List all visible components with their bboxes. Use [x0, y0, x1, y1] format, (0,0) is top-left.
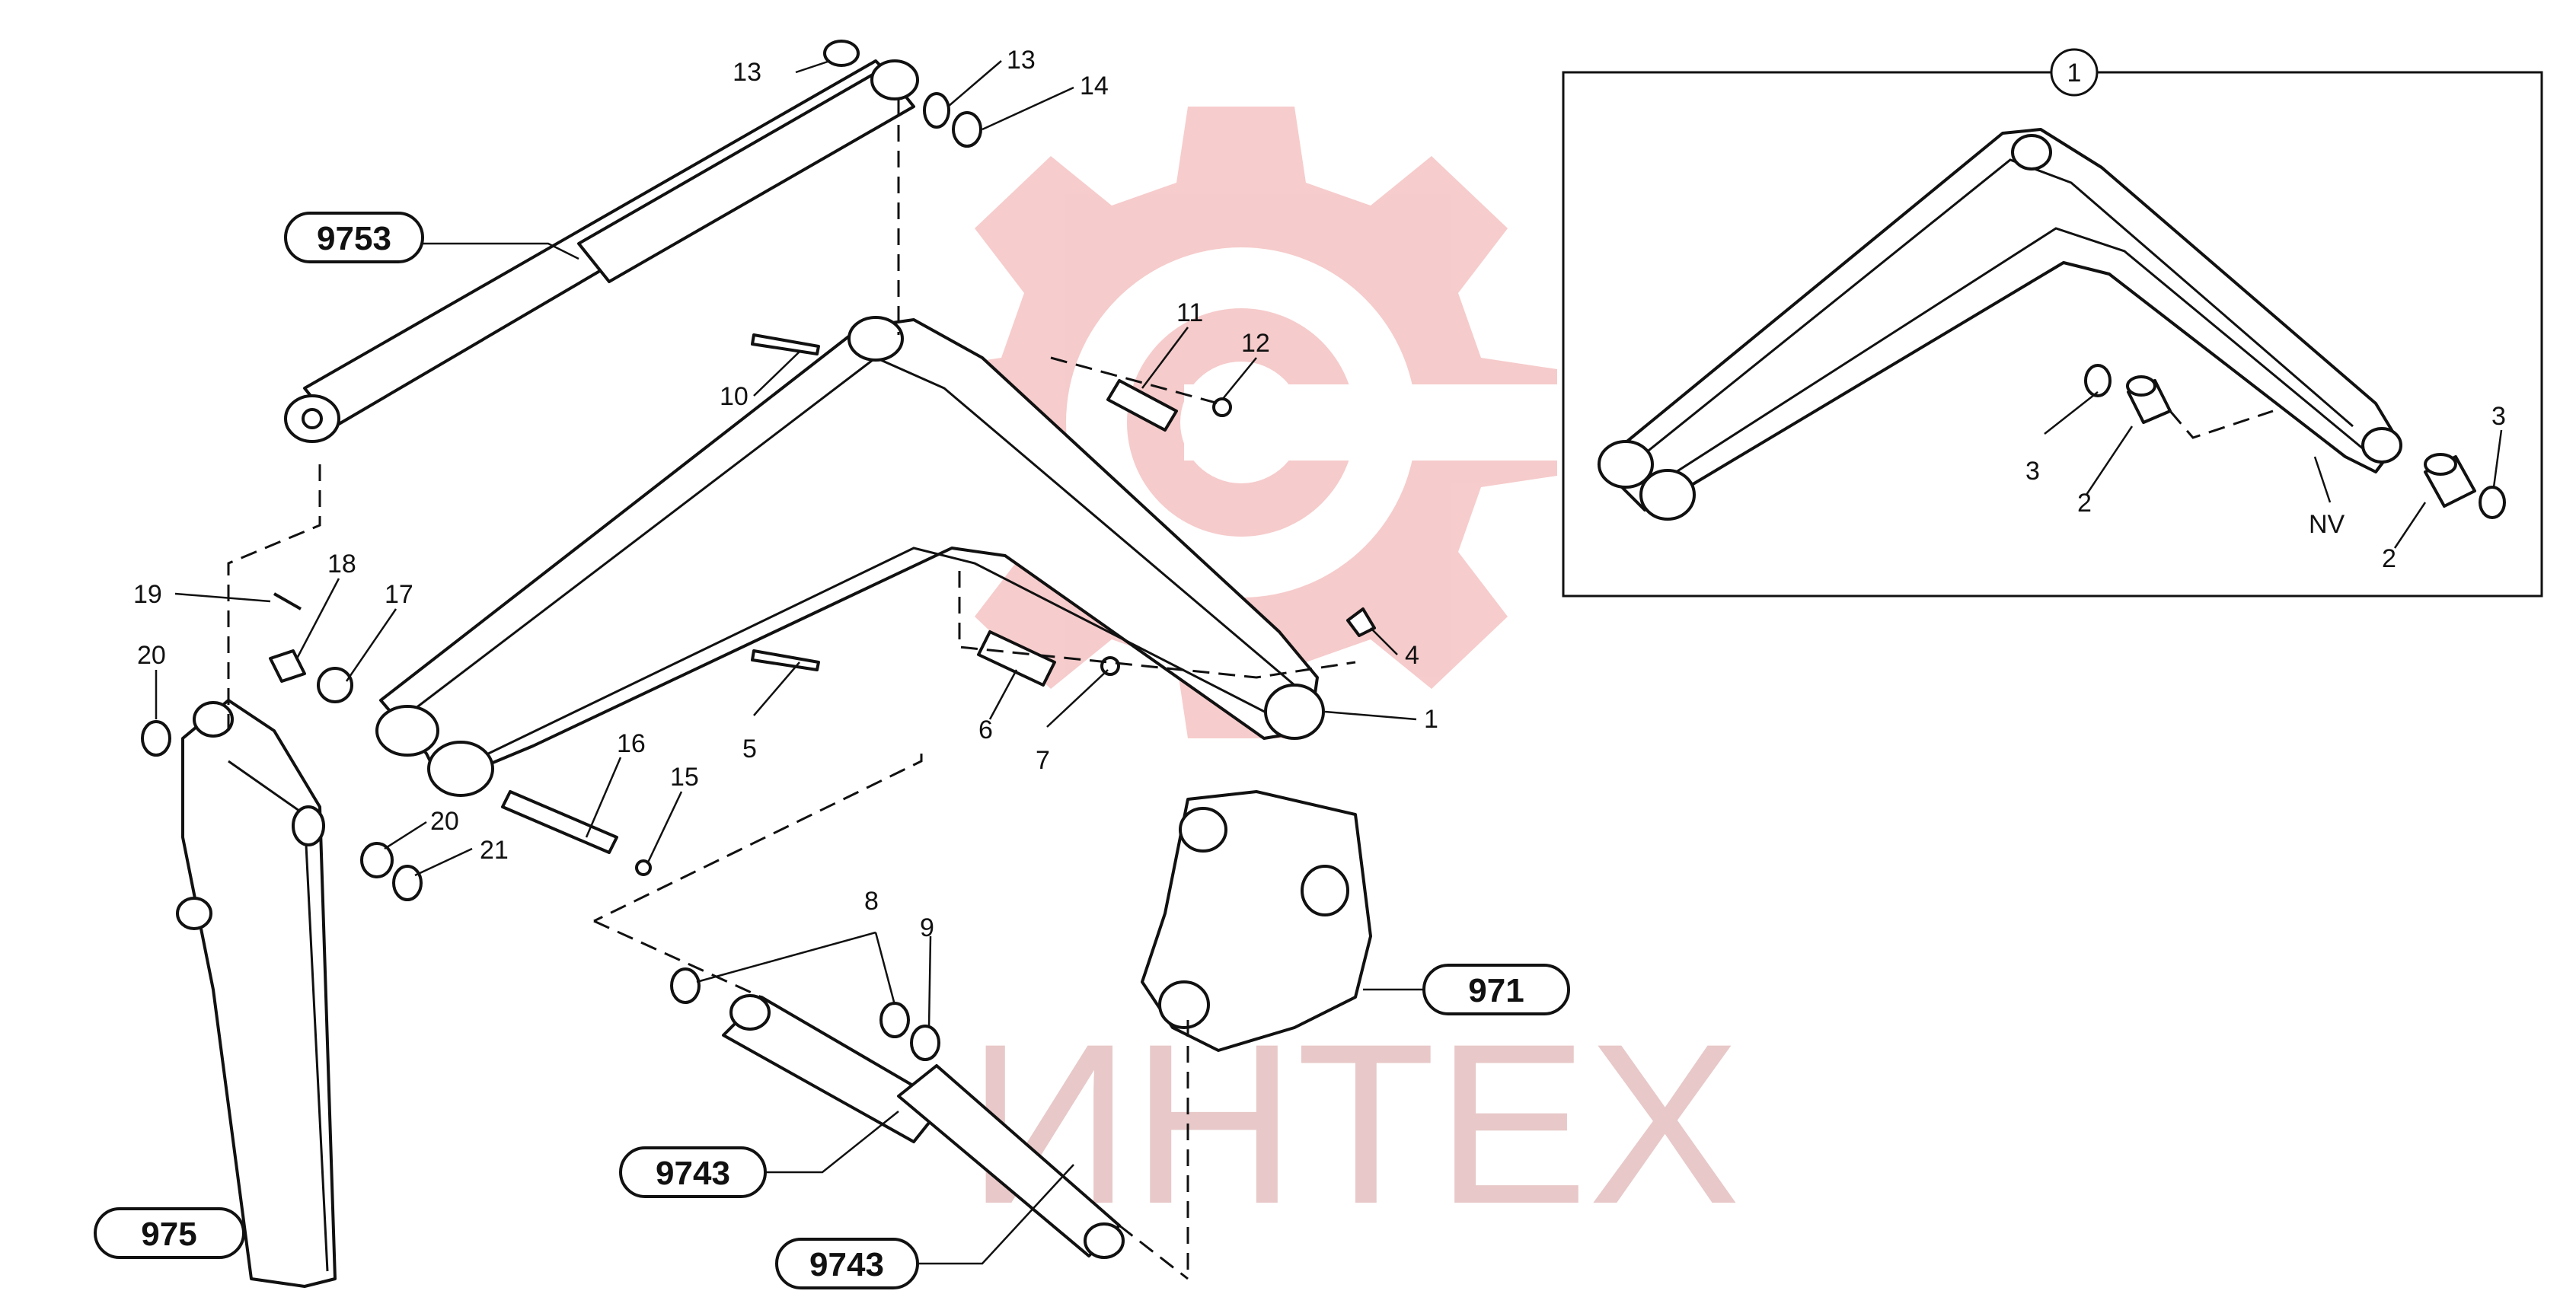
ref-9743-a[interactable]: 9743 [619, 1146, 767, 1198]
callout-label: 12 [1241, 329, 1270, 358]
inset-seal-ring [2084, 364, 2112, 397]
callout-label: NV [2309, 510, 2345, 539]
ref-971[interactable]: 971 [1422, 964, 1570, 1015]
ref-975[interactable]: 975 [94, 1207, 245, 1259]
callout-label: 13 [1007, 46, 1036, 75]
callout-label: 2 [2077, 489, 2092, 518]
callout-label: 3 [2025, 457, 2040, 486]
callout-labels: 13 13 14 10 11 12 19 18 17 20 4 1 5 6 7 … [133, 46, 2506, 942]
callout-label: 18 [327, 550, 356, 579]
ref-9753-label: 9753 [317, 220, 391, 257]
callout-label: 8 [864, 887, 879, 916]
ref-9743-b[interactable]: 9743 [775, 1238, 919, 1289]
pin-11 [1106, 379, 1178, 432]
callout-label: 16 [617, 729, 646, 758]
seal-ring-13a [823, 40, 860, 67]
pin-6 [977, 630, 1056, 687]
callout-label: 15 [670, 763, 699, 792]
callout-label: 20 [430, 807, 459, 836]
callout-label: 20 [137, 641, 166, 670]
callout-label: 5 [742, 735, 757, 763]
bolt-10 [751, 333, 820, 355]
bolt-15 [635, 859, 652, 876]
seal-ring-21 [392, 865, 423, 901]
cotter-pin-19 [273, 592, 302, 610]
inset-seal-ring-right [2479, 486, 2506, 519]
ref-975-label: 975 [141, 1216, 196, 1253]
inset-marker-label: 1 [2067, 59, 2082, 88]
callout-label: 10 [720, 382, 749, 411]
inset-bushing [2126, 375, 2172, 424]
callout-label: 2 [2382, 544, 2396, 573]
main-boom [375, 316, 1325, 797]
seal-ring-20b [360, 842, 394, 878]
inset-axis-line [2169, 410, 2274, 439]
callout-label: 19 [133, 580, 162, 609]
ref-971-label: 971 [1468, 972, 1524, 1009]
callout-label: 21 [480, 836, 509, 865]
seal-ring-20a [141, 720, 171, 757]
callout-label: 1 [1424, 705, 1438, 734]
seal-ring-14 [952, 111, 982, 148]
ref-9743-b-label: 9743 [809, 1246, 884, 1283]
bolt-5 [751, 649, 820, 671]
inset-bushing-right [2424, 453, 2476, 508]
seal-ring-8b [879, 1002, 910, 1038]
callout-label: 14 [1080, 72, 1109, 100]
boom-cylinder [284, 59, 919, 443]
seal-ring-9 [910, 1025, 940, 1061]
ref-9753[interactable]: 9753 [284, 212, 424, 263]
pin-16 [501, 790, 618, 854]
stick-arm [176, 699, 337, 1288]
seal-ring-13b [923, 92, 950, 129]
swing-bracket [1141, 790, 1372, 1052]
callout-label: 11 [1176, 298, 1203, 327]
callout-label: 6 [978, 716, 993, 744]
washer-17 [317, 667, 353, 703]
inset-marker-circle [2050, 48, 2099, 97]
nut-12 [1212, 397, 1232, 417]
callout-label: 7 [1036, 746, 1050, 775]
nut-18 [269, 649, 306, 683]
callout-label: 4 [1405, 641, 1419, 670]
inset-boom [1598, 128, 2402, 521]
callout-label: 9 [920, 913, 934, 942]
clip-4 [1346, 607, 1376, 637]
callout-label: 17 [385, 580, 413, 609]
ref-9743-a-label: 9743 [656, 1155, 730, 1192]
seal-ring-8a [670, 967, 701, 1004]
assembly-lines [227, 99, 1356, 1280]
callout-label: 13 [733, 58, 761, 87]
callout-label: 3 [2491, 402, 2506, 431]
